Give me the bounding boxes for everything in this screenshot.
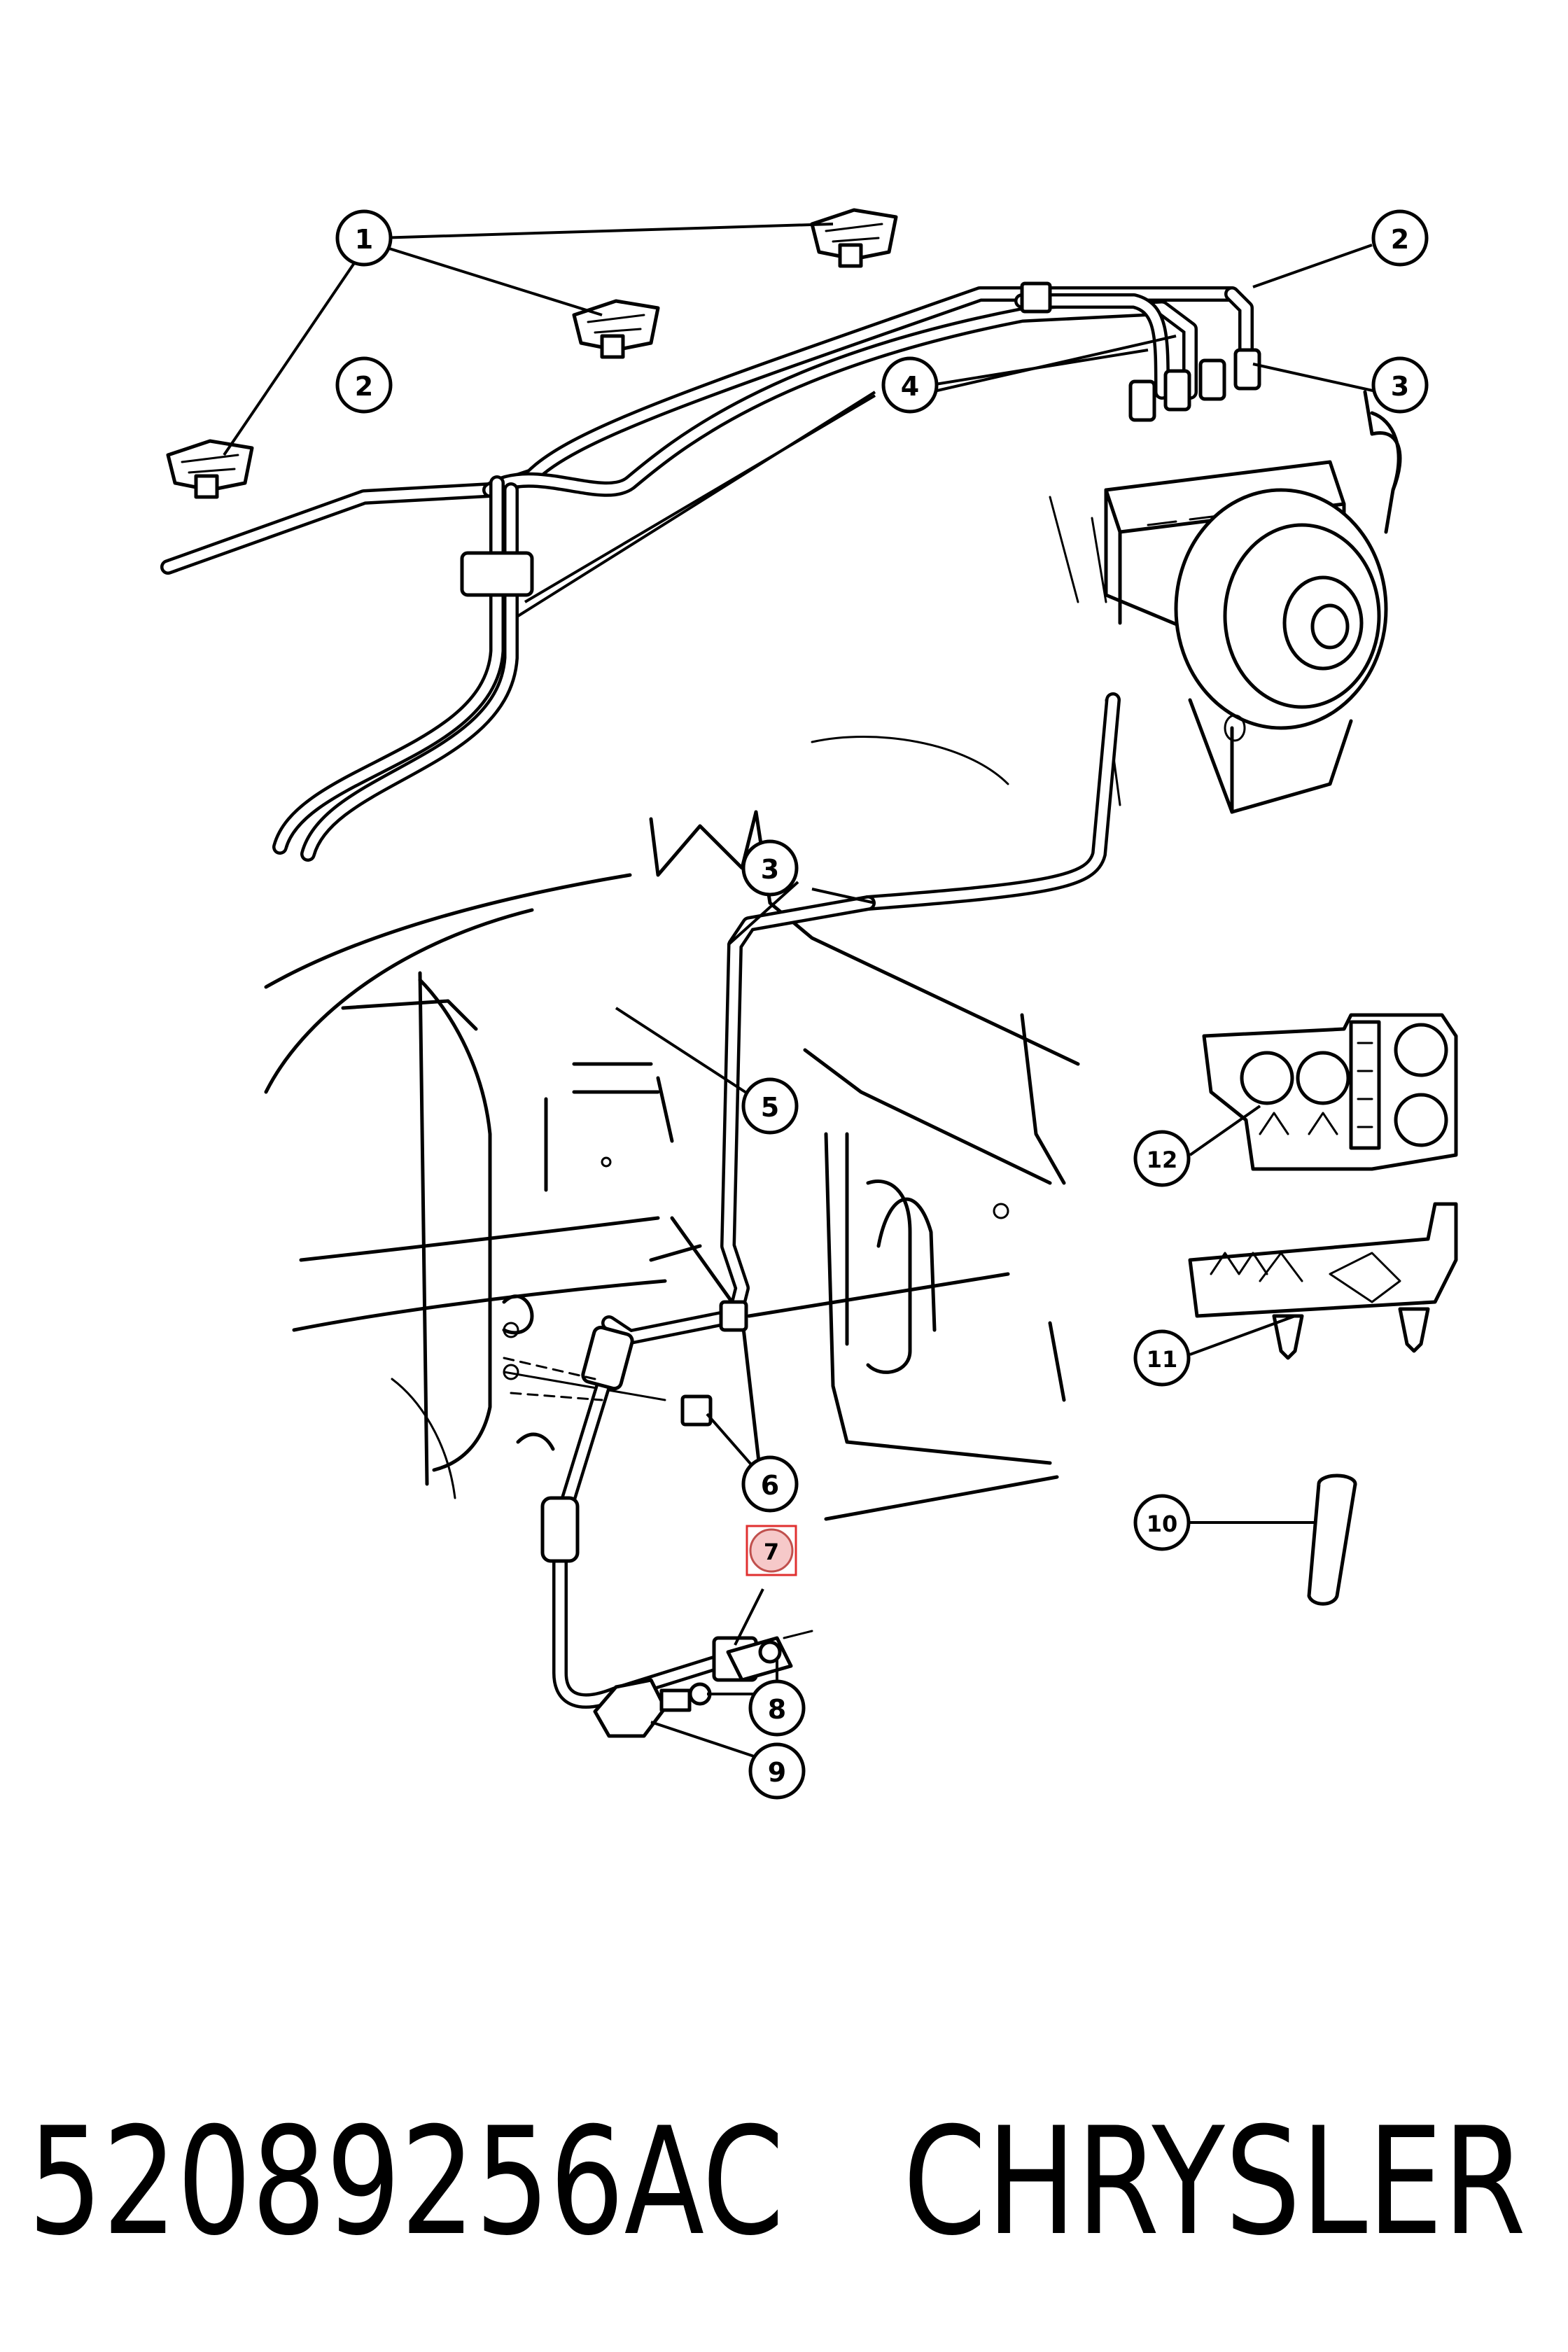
callout-label: 2 bbox=[1391, 224, 1409, 255]
callout-label: 10 bbox=[1147, 1511, 1178, 1537]
callout-10: 10 bbox=[1133, 1494, 1191, 1551]
hose-tube-part bbox=[1307, 1474, 1357, 1606]
callout-2-right: 2 bbox=[1371, 209, 1429, 267]
callout-9: 9 bbox=[748, 1742, 806, 1800]
callout-12: 12 bbox=[1133, 1130, 1191, 1187]
part-number: 52089256AC bbox=[28, 2095, 784, 2268]
clip-part-11 bbox=[1188, 1202, 1458, 1360]
brake-hose-assembly bbox=[503, 1322, 813, 1738]
callout-1: 1 bbox=[335, 209, 393, 267]
brand-name: CHRYSLER bbox=[903, 2095, 1526, 2268]
callout-6: 6 bbox=[741, 1455, 799, 1513]
clip-parts bbox=[166, 208, 898, 597]
callout-3-center: 3 bbox=[741, 839, 799, 897]
callout-label: 3 bbox=[761, 854, 779, 885]
callout-label: 5 bbox=[761, 1092, 779, 1123]
body-panel-outline bbox=[264, 736, 1080, 1521]
callout-label: 6 bbox=[761, 1470, 779, 1501]
callout-3-right: 3 bbox=[1371, 356, 1429, 414]
callout-2-left: 2 bbox=[335, 356, 393, 414]
callout-label: 7 bbox=[764, 1539, 779, 1565]
callout-label: 11 bbox=[1147, 1346, 1178, 1373]
callout-label: 9 bbox=[768, 1757, 786, 1788]
brake-line-diagram: 1 2 2 3 4 3 5 6 7 8 9 10 11 12 bbox=[160, 208, 1458, 1800]
callout-label: 4 bbox=[901, 371, 919, 402]
part-caption: 52089256AC CHRYSLER bbox=[28, 2095, 1526, 2268]
tube-fittings bbox=[719, 281, 1261, 1332]
callout-11: 11 bbox=[1133, 1329, 1191, 1387]
brake-tubes-upper bbox=[160, 286, 1254, 1345]
abs-module bbox=[1049, 390, 1402, 814]
callout-label: 2 bbox=[355, 371, 373, 402]
callout-7-highlighted[interactable]: 7 bbox=[746, 1525, 797, 1576]
callout-label: 1 bbox=[355, 224, 373, 255]
callout-5: 5 bbox=[741, 1077, 799, 1135]
callout-label: 12 bbox=[1147, 1147, 1178, 1173]
highlight-box bbox=[746, 1525, 797, 1576]
callout-label: 8 bbox=[768, 1694, 786, 1725]
clip-part-12 bbox=[1202, 1013, 1458, 1171]
callout-8: 8 bbox=[748, 1679, 806, 1737]
callout-label: 3 bbox=[1391, 371, 1409, 402]
leader-lines bbox=[223, 223, 1380, 1758]
callout-4: 4 bbox=[881, 356, 939, 414]
